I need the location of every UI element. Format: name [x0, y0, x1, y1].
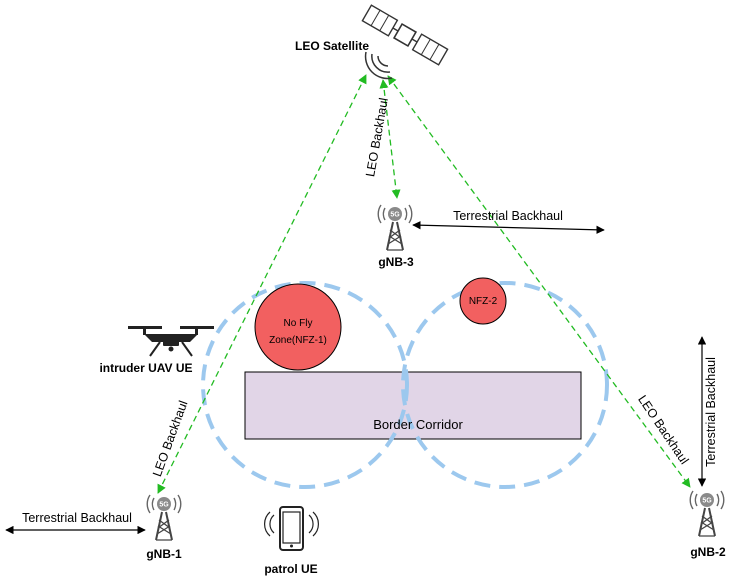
leo-link-gnb2: [387, 75, 691, 488]
patrol-ue-label: patrol UE: [264, 562, 317, 576]
terrestrial-link-gnb3: [412, 220, 605, 235]
terrestrial-backhaul-label-left: Terrestrial Backhaul: [22, 511, 132, 525]
gnb-3-label: gNB-3: [378, 255, 414, 269]
leo-backhaul-label-gnb2: LEO Backhaul: [635, 393, 691, 467]
drone-icon: [128, 326, 214, 357]
gnb-3-tower-icon: [377, 204, 413, 251]
satellite-icon: [361, 4, 449, 66]
nfz-1-label-line2: Zone(NFZ-1): [269, 335, 327, 346]
leo-satellite-label: LEO Satellite: [295, 39, 369, 53]
leo-link-gnb1: [157, 74, 367, 494]
terrestrial-backhaul-label-top: Terrestrial Backhaul: [453, 209, 563, 223]
leo-backhaul-label-gnb3: LEO Backhaul: [363, 97, 391, 178]
gnb-1-tower-icon: [146, 494, 182, 541]
border-corridor-label: Border Corridor: [373, 417, 463, 432]
satellite-signal-icon: [364, 51, 393, 80]
smartphone-icon: [264, 506, 319, 551]
nfz-1-label-line1: No Fly: [284, 318, 313, 329]
gnb-1-label: gNB-1: [146, 547, 182, 561]
gnb-2-label: gNB-2: [690, 545, 726, 559]
terrestrial-backhaul-label-right: Terrestrial Backhaul: [704, 357, 718, 467]
intruder-uav-label: intruder UAV UE: [99, 361, 192, 375]
gnb-2-tower-icon: [689, 490, 725, 537]
leo-link-gnb3: [379, 79, 401, 199]
nfz-2-label: NFZ-2: [469, 296, 498, 307]
